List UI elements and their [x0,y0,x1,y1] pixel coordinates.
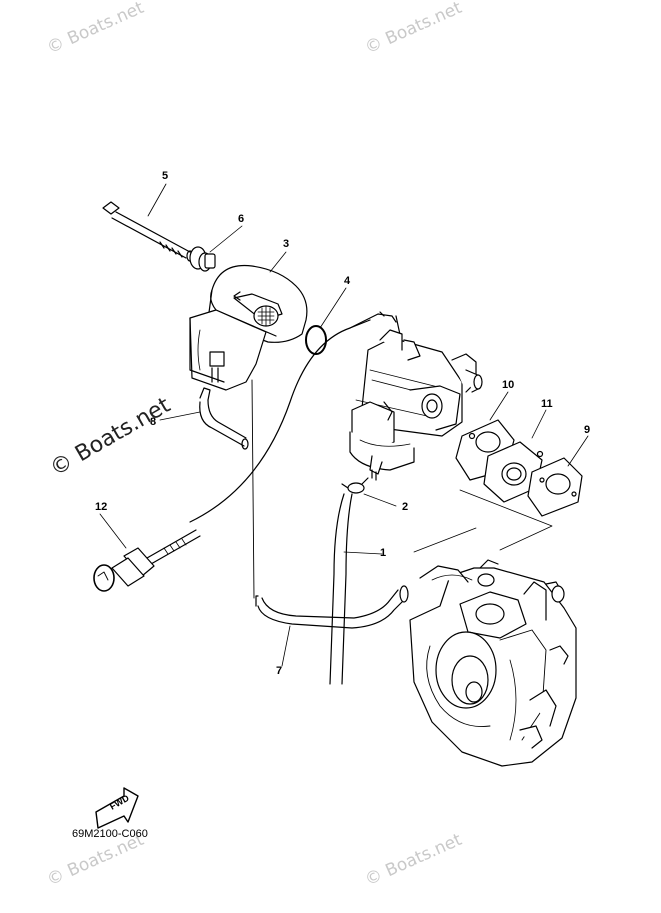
callout-6: 6 [238,213,245,225]
part-6-collar [189,246,216,272]
callout-7: 7 [276,665,283,677]
callout-9: 9 [584,424,591,436]
part-12-choke-knob [93,529,201,592]
part-11-insulator [483,441,544,503]
leader-lines [99,183,589,667]
callout-2: 2 [402,501,409,513]
part-9-gasket [527,457,583,517]
fwd-arrow-icon: FWD [95,787,139,829]
callout-11: 11 [541,398,553,410]
callout-10: 10 [502,379,515,391]
part-4-o-ring [305,325,327,355]
part-5-bolt [102,201,194,262]
choke-cable [189,311,403,523]
cylinder-block [409,559,577,767]
callout-12: 12 [95,501,108,513]
callout-4: 4 [344,275,351,287]
carburetor [349,329,483,481]
part-3-silencer [189,264,308,391]
part-7-hose [255,585,409,629]
part-1-hose [329,493,353,685]
part-8-hose [199,387,249,450]
callout-3: 3 [283,238,290,250]
part-2-clip [341,477,397,507]
diagram-code: 69M2100-C060 [72,828,148,840]
callout-1: 1 [380,547,387,559]
callout-8: 8 [150,416,157,428]
callout-5: 5 [162,170,169,182]
reference-frame [413,489,553,553]
